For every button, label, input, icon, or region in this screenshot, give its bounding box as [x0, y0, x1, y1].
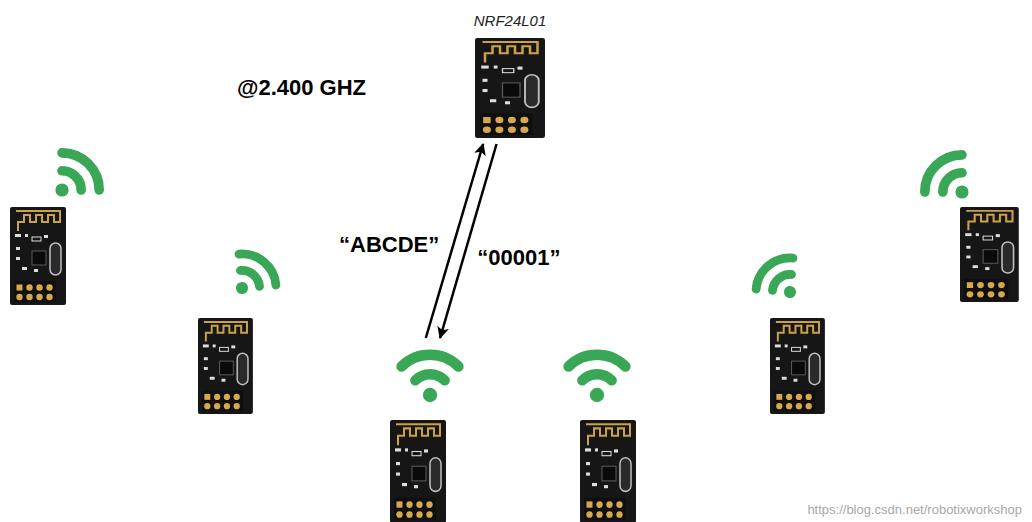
wifi-icon — [569, 355, 626, 402]
wifi-icon — [220, 246, 283, 308]
radio-module — [960, 207, 1019, 302]
radio-module — [198, 318, 253, 414]
radio-module — [388, 338, 472, 522]
wifi-icon — [402, 355, 459, 402]
radio-module — [390, 420, 446, 522]
frequency-label: @2.400 GHZ — [237, 75, 366, 101]
edge-label: “ABCDE” — [339, 232, 439, 258]
wifi-icon — [750, 250, 813, 312]
module-name: NRF24L01 — [462, 6, 558, 29]
edge-label: “00001” — [477, 245, 560, 271]
radio-module — [10, 207, 66, 305]
radio-module — [770, 318, 825, 414]
watermark: https://blog.csdn.net/robotixworkshop — [807, 502, 1022, 518]
radio-module — [475, 38, 545, 138]
wifi-icon — [39, 145, 107, 213]
wifi-icon — [917, 147, 985, 215]
radio-module: NRF24L01 — [462, 6, 558, 144]
signal-arrow — [440, 144, 496, 338]
radio-module — [580, 420, 636, 522]
